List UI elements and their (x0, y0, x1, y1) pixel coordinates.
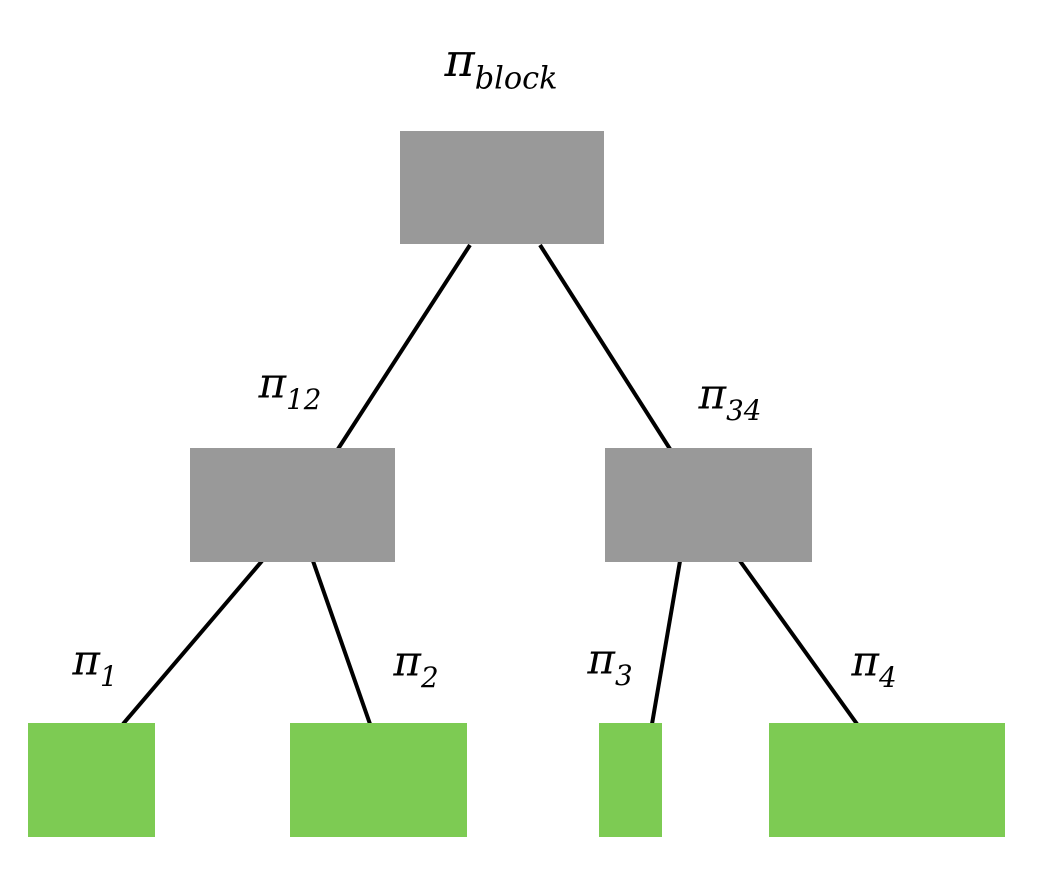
node-pi-34-label: π34 (699, 373, 762, 427)
node-pi-2-box (290, 723, 467, 837)
pi-subscript: 2 (420, 660, 439, 694)
node-pi-12-label: π12 (259, 362, 322, 416)
pi-symbol: π (393, 636, 421, 686)
edge-pi-block-to-pi-12 (336, 243, 472, 451)
pi-subscript: block (474, 61, 558, 97)
edge-pi-12-to-pi-1 (121, 559, 264, 726)
node-pi-3-label: π3 (587, 638, 633, 692)
node-pi-3-box (599, 723, 662, 837)
pi-symbol: π (698, 369, 727, 419)
edge-pi-12-to-pi-2 (311, 560, 372, 725)
node-pi-block-label: πblock (444, 37, 557, 95)
node-pi-34-box (605, 448, 812, 562)
node-pi-block-box (400, 131, 604, 244)
pi-symbol: π (72, 635, 100, 685)
pi-subscript: 3 (614, 658, 633, 692)
pi-subscript: 12 (286, 382, 322, 416)
node-pi-2-label: π2 (393, 640, 439, 694)
node-pi-1-label: π1 (72, 639, 118, 693)
pi-symbol: π (851, 636, 879, 686)
pi-subscript: 1 (99, 659, 118, 693)
pi-symbol: π (444, 32, 475, 87)
node-pi-4-box (769, 723, 1005, 837)
edge-pi-block-to-pi-34 (538, 243, 672, 451)
pi-subscript: 34 (726, 393, 762, 427)
node-pi-1-box (28, 723, 155, 837)
pi-symbol: π (587, 634, 615, 684)
node-pi-12-box (190, 448, 395, 562)
edge-pi-34-to-pi-4 (738, 559, 859, 726)
pi-subscript: 4 (878, 660, 897, 694)
pi-symbol: π (258, 358, 287, 408)
node-pi-4-label: π4 (851, 640, 897, 694)
edge-pi-34-to-pi-3 (650, 560, 682, 725)
